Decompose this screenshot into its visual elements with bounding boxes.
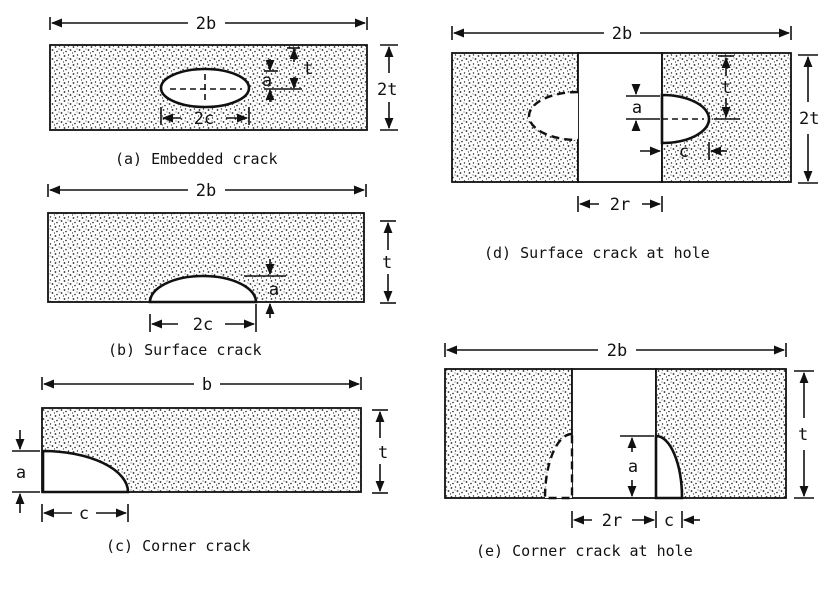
length-label: c: [79, 504, 89, 524]
half-thickness-label: t: [721, 78, 731, 98]
hole-label: 2r: [602, 511, 622, 531]
panel-d-surface-crack-at-hole: 2b a t 2t c 2r (d) Su: [451, 24, 819, 262]
surface-crack-half-ellipse: [148, 274, 258, 304]
height-label: 2t: [799, 109, 819, 129]
length-label: 2c: [194, 109, 214, 129]
hidden-corner-crack-left: [543, 432, 574, 500]
corner-crack-quarter-ellipse: [41, 449, 130, 494]
caption-c: (c) Corner crack: [106, 537, 251, 555]
width-label: 2b: [612, 24, 632, 44]
dim-width-2b-d: 2b: [451, 24, 792, 44]
panel-b-surface-crack: 2b a t 2c (b) Surface crack: [47, 181, 396, 359]
width-label: b: [202, 375, 212, 395]
half-thickness-label: t: [303, 59, 313, 79]
depth-label: a: [632, 98, 642, 118]
height-label: 2t: [377, 80, 397, 100]
panel-e-corner-crack-at-hole: 2b a t 2r c (e) Corner crack at hole: [444, 341, 814, 560]
dim-width-2b-e: 2b: [444, 341, 787, 361]
hidden-crack-left: [527, 90, 579, 142]
length-label: c: [679, 142, 689, 162]
hole-label: 2r: [610, 195, 630, 215]
height-label: t: [382, 253, 392, 273]
dim-width-2b-a: 2b: [49, 14, 368, 34]
depth-label: a: [269, 280, 279, 300]
depth-label: a: [262, 71, 272, 91]
dim-width-2b-b: 2b: [47, 181, 367, 201]
hole: [571, 368, 657, 499]
width-label: 2b: [196, 181, 216, 201]
corner-crack-at-hole: [654, 434, 684, 500]
caption-b: (b) Surface crack: [108, 341, 262, 359]
caption-d: (d) Surface crack at hole: [484, 244, 710, 262]
caption-a: (a) Embedded crack: [115, 150, 278, 168]
panel-c-corner-crack: b a t c (c) Corner crack: [12, 375, 388, 555]
width-label: 2b: [196, 14, 216, 34]
depth-label: a: [16, 463, 26, 483]
panel-a-embedded-crack: 2b a t 2t 2c (a) Embedded crack: [49, 14, 398, 168]
depth-label: a: [628, 457, 638, 477]
dim-width-b-c: b: [41, 375, 362, 395]
height-label: t: [798, 425, 808, 445]
hole: [577, 52, 663, 183]
length-label: c: [664, 511, 674, 531]
height-label: t: [378, 443, 388, 463]
length-label: 2c: [193, 315, 213, 335]
caption-e: (e) Corner crack at hole: [476, 542, 693, 560]
width-label: 2b: [607, 341, 627, 361]
